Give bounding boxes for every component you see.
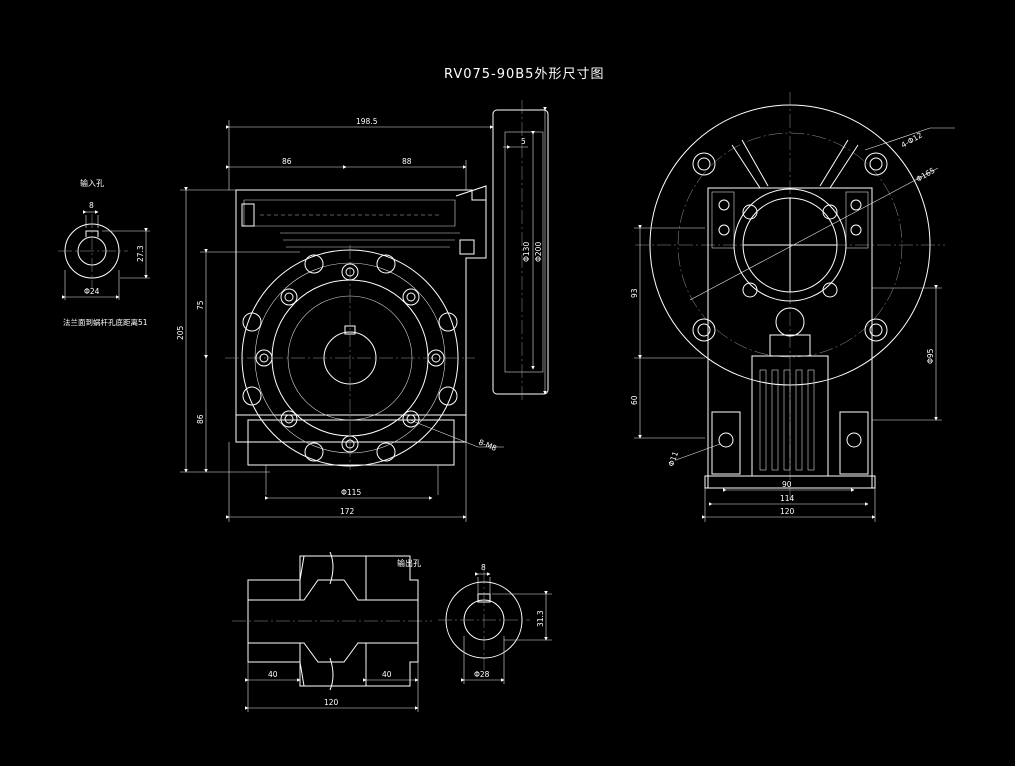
- side-view: 4-Φ12 Φ165 93 60 Φ95 Φ11 90 114 120: [630, 92, 955, 522]
- side-foot-width: 114: [780, 494, 795, 503]
- front-view: 198.5 86 88 5 Φ130 Φ200: [176, 100, 549, 522]
- side-upper-height: 93: [630, 288, 639, 298]
- side-flange-holes-spec: 4-Φ12: [900, 130, 925, 149]
- side-fins: [759, 369, 815, 471]
- front-left-offset: 86: [282, 157, 292, 166]
- side-flange-holes: [692, 152, 888, 342]
- input-hole-note: 法兰面到蜗杆孔底距离51: [63, 317, 148, 327]
- front-lower-height: 86: [196, 414, 205, 424]
- input-diameter: Φ24: [84, 287, 100, 296]
- output-key-width: 8: [481, 563, 486, 572]
- front-bolt-spec: 8-M8: [477, 438, 498, 453]
- front-flange-thickness: 5: [521, 137, 526, 146]
- front-flange-outer: Φ200: [534, 242, 543, 262]
- front-bolt-holes: [242, 254, 458, 462]
- side-flange-pcd: Φ165: [915, 166, 937, 184]
- front-base-width: 172: [340, 507, 355, 516]
- output-left-length: 40: [268, 670, 278, 679]
- output-total-length: 120: [324, 698, 339, 707]
- output-hole-detail: 输出孔 8 31.3 Φ28: [397, 558, 552, 684]
- input-hole-detail: 输入孔 8 27.3 Φ24 法兰面到蜗杆孔底距离51: [58, 178, 150, 327]
- output-section-view: 40 40 120: [232, 551, 432, 712]
- front-overall-width: 198.5: [356, 117, 378, 126]
- front-upper-height: 75: [196, 300, 205, 310]
- front-flange-spigot: Φ130: [522, 242, 531, 262]
- input-hole-caption: 输入孔: [80, 178, 104, 188]
- front-right-offset: 88: [402, 157, 412, 166]
- side-overall-width: 120: [780, 507, 795, 516]
- side-foot-span: 90: [782, 480, 792, 489]
- side-shaft-diameter: Φ95: [926, 348, 935, 364]
- front-total-height: 205: [176, 325, 185, 340]
- output-hole-caption: 输出孔: [397, 558, 421, 568]
- drawing-title: RV075-90B5外形尺寸图: [444, 67, 604, 82]
- side-lower-height: 60: [630, 395, 639, 405]
- front-bolt-circle: Φ115: [341, 488, 361, 497]
- output-diameter: Φ28: [474, 670, 490, 679]
- input-key-width: 8: [89, 201, 94, 210]
- output-depth: 31.3: [536, 610, 545, 627]
- side-foot-hole: Φ11: [666, 450, 680, 468]
- output-right-length: 40: [382, 670, 392, 679]
- input-depth: 27.3: [136, 245, 145, 262]
